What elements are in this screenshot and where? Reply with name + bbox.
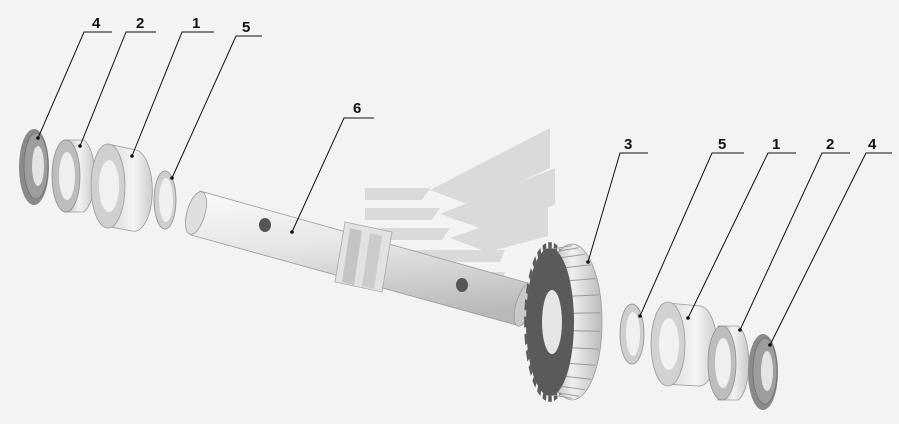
callout-right-bushing: 2 xyxy=(738,136,850,332)
gear-blade-line xyxy=(559,253,586,259)
callout-left-bearing: 1 xyxy=(130,15,214,158)
gear-tooth xyxy=(537,247,542,258)
callout-left-washer: 4 xyxy=(36,15,112,140)
callout-right-snap-ring: 5 xyxy=(638,136,744,318)
gear-blade-line xyxy=(567,278,596,282)
gear-tooth xyxy=(524,333,528,346)
callout-label: 2 xyxy=(136,15,144,32)
right-washer-part xyxy=(748,334,778,410)
left-bearing-part xyxy=(90,143,153,232)
callout-right-bearing: 1 xyxy=(686,136,796,320)
left-washer-part xyxy=(19,129,49,205)
callout-label: 2 xyxy=(826,136,834,153)
left-snap-ring-part xyxy=(153,170,177,230)
gear-blade-line xyxy=(555,391,579,397)
gear-tooth xyxy=(524,316,527,328)
right-bearing-part xyxy=(650,301,718,387)
callouts: 4 2 1 5 6 3 5 xyxy=(36,15,892,347)
callout-label: 1 xyxy=(772,136,780,153)
callout-label: 3 xyxy=(624,136,632,153)
callout-label: 5 xyxy=(718,136,726,153)
gear-tooth xyxy=(528,363,533,377)
gear-tooth xyxy=(528,267,533,281)
callout-label: 4 xyxy=(92,15,101,32)
gear-tooth xyxy=(532,256,537,268)
gear-tooth xyxy=(525,349,530,362)
right-bushing-part xyxy=(707,325,750,401)
gear-blade-line xyxy=(559,385,586,391)
gear-blade-line xyxy=(570,347,599,350)
gear-blade-line xyxy=(570,294,599,297)
callout-label: 1 xyxy=(192,15,200,32)
gear-part xyxy=(524,242,603,402)
gear-tooth xyxy=(537,386,542,397)
callout-label: 5 xyxy=(242,19,250,36)
gear-blade-line xyxy=(555,247,579,253)
callout-right-washer: 4 xyxy=(768,136,892,347)
gear-blade-line xyxy=(564,375,591,380)
gear-tooth xyxy=(542,243,547,252)
callout-label: 4 xyxy=(868,136,877,153)
left-bushing-part xyxy=(51,139,96,213)
gear-tooth xyxy=(548,242,552,249)
callout-left-bushing: 2 xyxy=(78,15,156,148)
gear-tooth xyxy=(542,392,547,401)
gear-tooth xyxy=(525,282,530,295)
gear-blade-line xyxy=(549,245,573,250)
gear-blade-line xyxy=(564,264,591,269)
gear-tooth xyxy=(548,395,552,402)
callout-shaft: 6 xyxy=(290,100,374,234)
right-snap-ring-part xyxy=(619,303,645,365)
gear-tooth xyxy=(524,298,528,311)
callout-left-snap-ring: 5 xyxy=(170,19,262,180)
gear-blade-line xyxy=(549,394,573,399)
gear-tooth xyxy=(532,376,537,388)
gear-blade-line xyxy=(567,362,596,366)
callout-gear: 3 xyxy=(586,136,648,264)
callout-label: 6 xyxy=(353,100,361,117)
